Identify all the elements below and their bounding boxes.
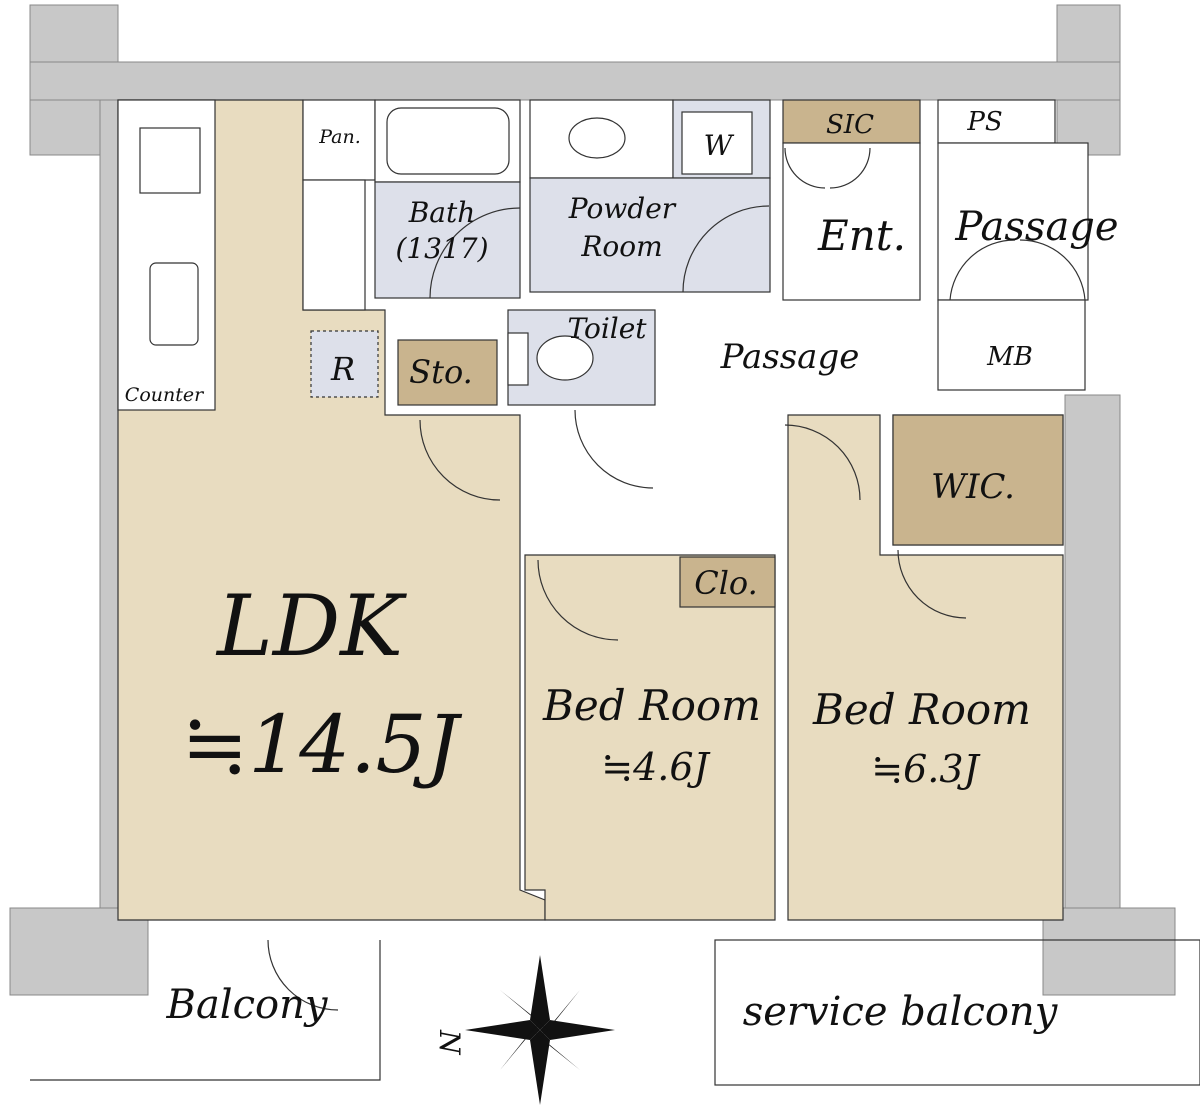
mb-label: MB: [986, 342, 1033, 372]
closet-label: Clo.: [694, 564, 758, 602]
mb: [937, 299, 1086, 391]
ldk-label: LDK: [215, 577, 407, 675]
bedroom-2-label: Bed Room: [812, 685, 1031, 734]
refrigerator-space: [310, 330, 379, 398]
counter-label: Counter: [125, 384, 205, 406]
balcony-label: Balcony: [166, 982, 329, 1028]
ldk-size: ≒14.5J: [181, 698, 462, 791]
washer-label: W: [704, 129, 735, 162]
walls: [9, 4, 1176, 996]
sic: [782, 99, 921, 144]
storage-label: Sto.: [409, 353, 473, 391]
sic-label: SIC: [826, 110, 874, 140]
entrance-label: Ent.: [817, 211, 906, 260]
powder-room: [529, 177, 771, 293]
powder-room-label: Powder: [568, 192, 677, 225]
passage-label: Passage: [720, 337, 860, 377]
powder-room-label-2: Room: [580, 230, 662, 263]
toilet-room: [507, 309, 656, 406]
bedroom-2-size: ≒6.3J: [871, 747, 980, 791]
bedroom-1-size: ≒4.6J: [601, 745, 710, 789]
closet: [679, 556, 776, 608]
service-balcony-label: service balcony: [743, 989, 1059, 1035]
bath-label: Bath: [408, 196, 476, 229]
passage-label-2: Passage: [954, 204, 1118, 250]
wic-label: WIC.: [931, 467, 1015, 507]
door-swings: [30, 147, 1200, 1086]
compass-icon: [465, 955, 615, 1105]
storage: [397, 339, 498, 406]
bedroom-1-label: Bed Room: [542, 681, 761, 730]
toilet-icon: [507, 332, 529, 386]
bath-size: (1317): [395, 232, 488, 265]
ps-label: PS: [966, 107, 1002, 137]
bath-room: [374, 181, 521, 299]
pantry-label: Pan.: [318, 126, 361, 148]
compass-north-label: N: [433, 1029, 466, 1056]
refrigerator-label: R: [330, 350, 355, 388]
bedroom-2-floor: [787, 414, 1064, 921]
pantry: [302, 99, 376, 181]
sink-icon: [568, 117, 626, 159]
toilet-label: Toilet: [567, 312, 647, 345]
bedroom-1-floor: [524, 554, 776, 921]
